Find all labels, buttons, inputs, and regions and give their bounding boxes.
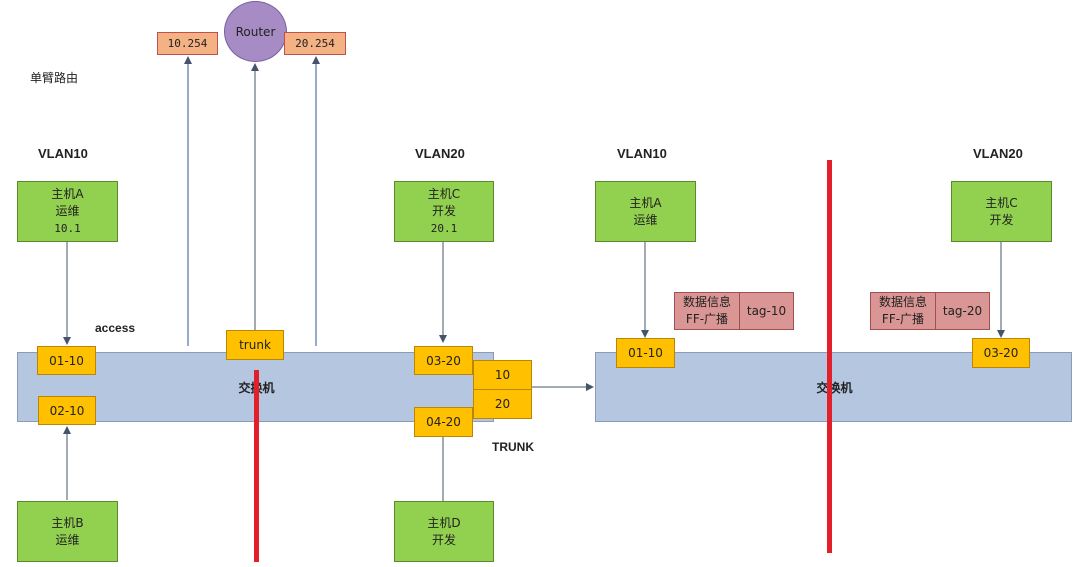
right-vlan10-label: VLAN10 — [617, 146, 667, 161]
router-ip-vlan20: 20.254 — [284, 32, 346, 55]
frame2-tag: tag-20 — [942, 303, 983, 318]
host-a-role: 运维 — [55, 204, 80, 218]
host-a-name: 主机A — [51, 187, 84, 201]
left-host-b: 主机B 运维 — [17, 501, 118, 562]
right-port-01-10: 01-10 — [616, 338, 675, 368]
frame-tag-20: 数据信息 FF-广播 tag-20 — [870, 292, 990, 330]
host-c-ip: 20.1 — [430, 222, 458, 235]
right-vlan20-label: VLAN20 — [973, 146, 1023, 161]
host-c-role: 开发 — [431, 204, 456, 218]
access-label: access — [95, 321, 136, 335]
frame2-broadcast: FF-广播 — [881, 312, 925, 326]
right-host-c-name: 主机C — [985, 195, 1018, 210]
right-host-c-role: 开发 — [989, 212, 1014, 227]
right-divider-line — [827, 160, 832, 553]
page-title: 单臂路由 — [30, 71, 79, 85]
left-host-a: 主机A 运维 10.1 — [17, 181, 118, 242]
port-03-20: 03-20 — [414, 346, 473, 375]
trunk-label: TRUNK — [492, 440, 534, 454]
host-c-name: 主机C — [427, 187, 461, 201]
host-a-ip: 10.1 — [54, 222, 81, 235]
left-host-c: 主机C 开发 20.1 — [394, 181, 494, 242]
left-host-d: 主机D 开发 — [394, 501, 494, 562]
frame1-tag: tag-10 — [746, 303, 787, 318]
frame1-data: 数据信息 — [682, 295, 731, 309]
frame2-data: 数据信息 — [878, 295, 927, 309]
left-vlan20-label: VLAN20 — [415, 146, 465, 161]
right-port-03-20: 03-20 — [972, 338, 1030, 368]
trunk-vlan20-slot: 20 — [473, 389, 532, 419]
router-node: Router — [224, 1, 287, 62]
host-b-name: 主机B — [51, 515, 84, 530]
port-01-10: 01-10 — [37, 346, 96, 375]
host-d-role: 开发 — [431, 532, 456, 547]
host-d-name: 主机D — [427, 515, 461, 530]
frame-tag-10: 数据信息 FF-广播 tag-10 — [674, 292, 794, 330]
port-trunk: trunk — [226, 330, 284, 360]
port-04-20: 04-20 — [414, 407, 473, 437]
right-switch-label: 交换机 — [816, 381, 853, 395]
right-host-a-name: 主机A — [629, 195, 662, 210]
frame1-broadcast: FF-广播 — [685, 312, 729, 326]
right-host-a-role: 运维 — [633, 212, 658, 227]
host-b-role: 运维 — [55, 532, 80, 547]
left-vlan10-label: VLAN10 — [38, 146, 88, 161]
right-host-a: 主机A 运维 — [595, 181, 696, 242]
trunk-vlan10-slot: 10 — [473, 360, 532, 390]
port-02-10: 02-10 — [38, 396, 96, 425]
left-divider-line — [254, 370, 259, 562]
right-host-c: 主机C 开发 — [951, 181, 1052, 242]
router-ip-vlan10: 10.254 — [157, 32, 218, 55]
